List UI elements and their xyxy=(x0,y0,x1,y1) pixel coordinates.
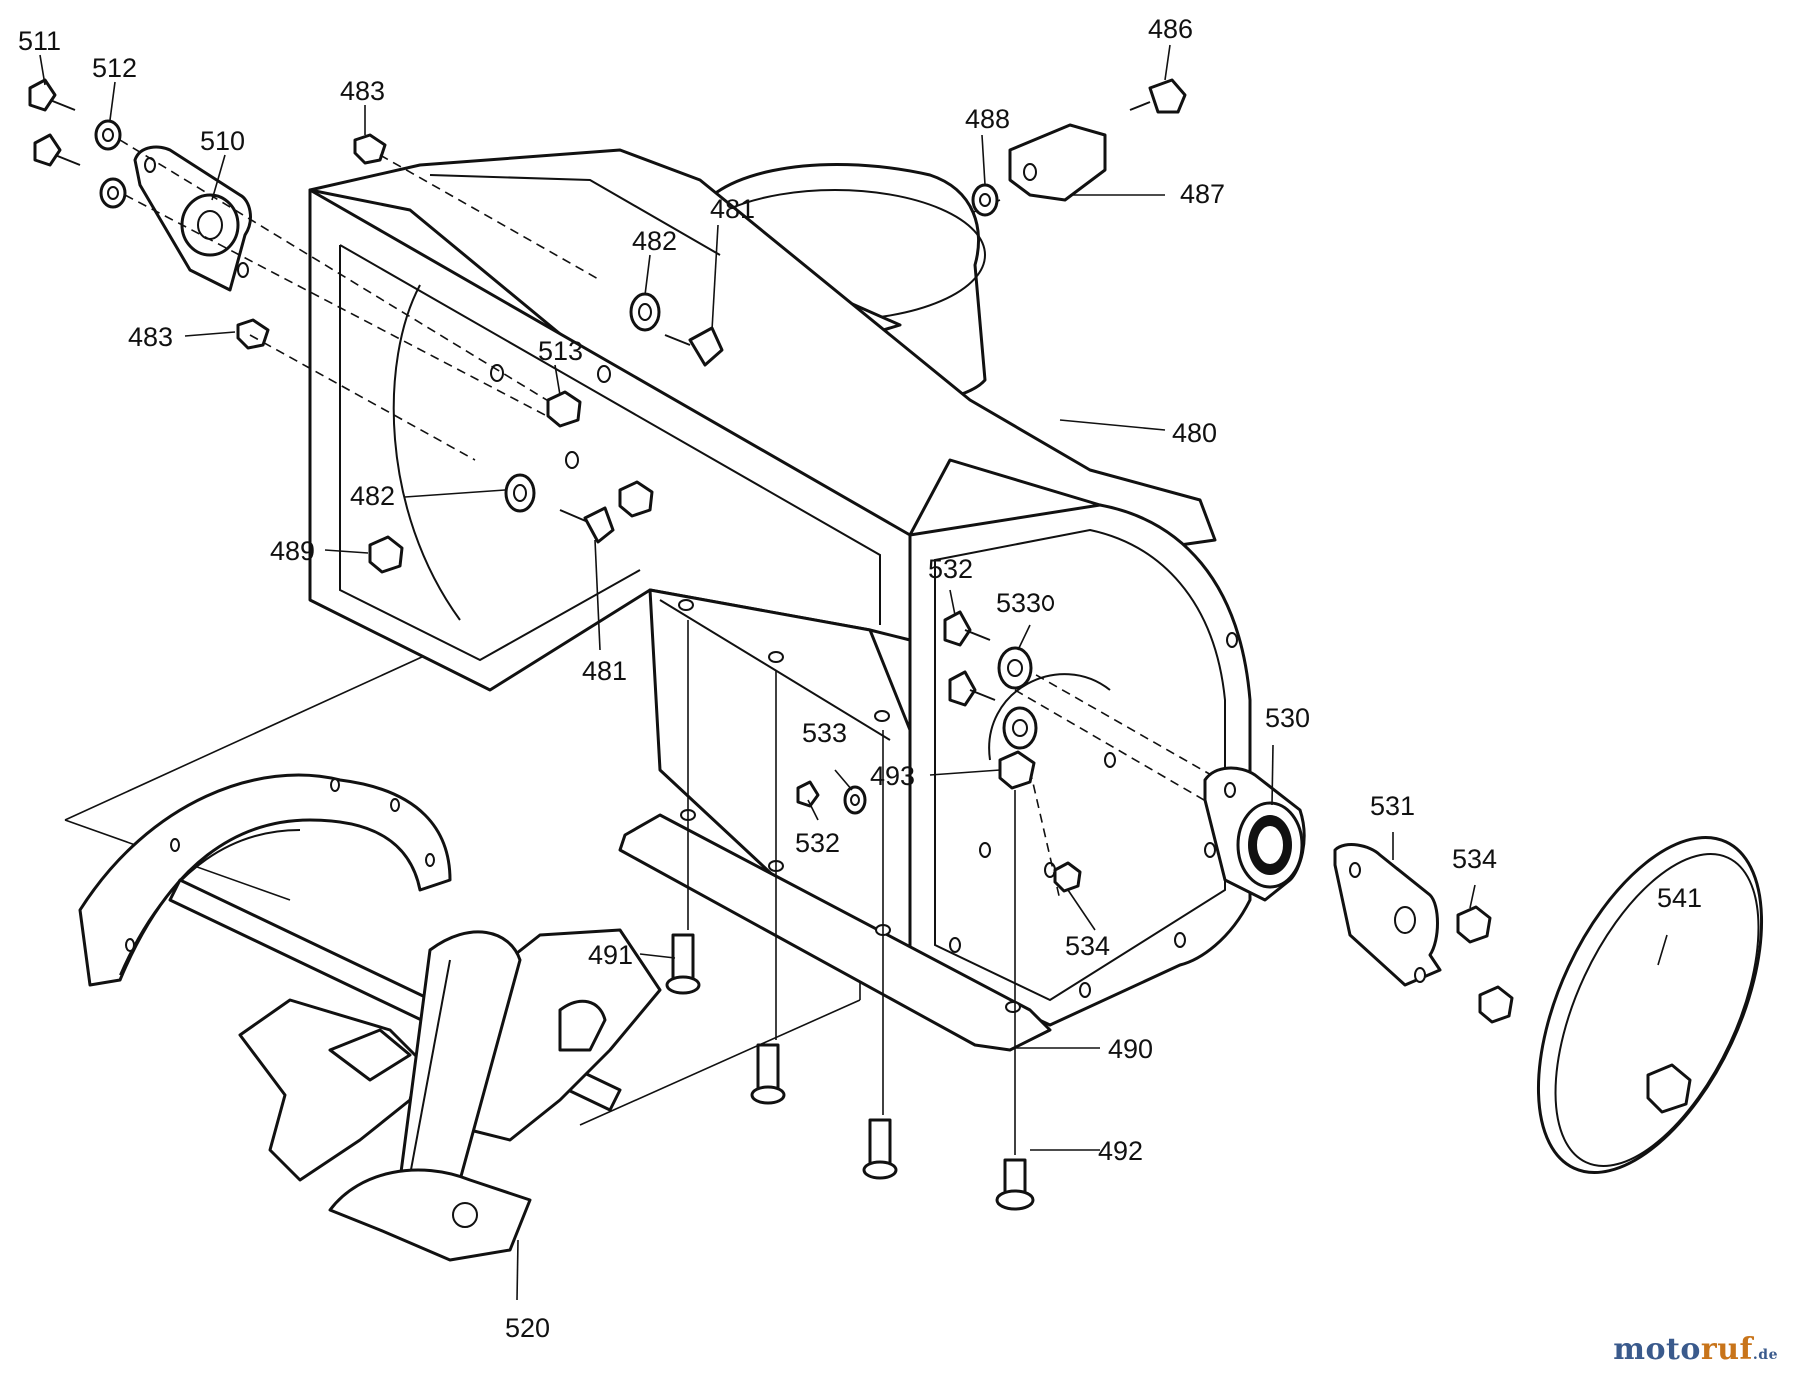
callout-leaders xyxy=(39,44,1668,1301)
callout-labels: 511 512 510 483 483 486 488 487 481 482 … xyxy=(18,14,1702,1343)
fasteners-upper-right xyxy=(971,78,1187,217)
bolts-bottom xyxy=(665,620,1035,1211)
callout-482-top: 482 xyxy=(632,226,677,256)
callout-534-right: 534 xyxy=(1452,844,1497,874)
callout-534-left: 534 xyxy=(1065,931,1110,961)
callout-533-bottom: 533 xyxy=(802,718,847,748)
callout-512: 512 xyxy=(92,53,137,83)
callout-487: 487 xyxy=(1180,179,1225,209)
callout-488: 488 xyxy=(965,104,1010,134)
callout-532-top: 532 xyxy=(928,554,973,584)
auger-520 xyxy=(78,773,662,1262)
callout-532-bottom: 532 xyxy=(795,828,840,858)
callout-520: 520 xyxy=(505,1313,550,1343)
callout-481-bottom: 481 xyxy=(582,656,627,686)
callout-493: 493 xyxy=(870,761,915,791)
callout-490: 490 xyxy=(1108,1034,1153,1064)
fasteners-upper-left xyxy=(28,78,387,350)
callout-531: 531 xyxy=(1370,791,1415,821)
watermark-logo: motoruf.de xyxy=(1613,1332,1778,1367)
watermark-part-2: ruf xyxy=(1700,1332,1753,1367)
callout-483-top: 483 xyxy=(340,76,385,106)
callout-513: 513 xyxy=(538,336,583,366)
pulley-541 xyxy=(1536,835,1764,1175)
watermark-part-3: .de xyxy=(1752,1347,1778,1363)
housing-480 xyxy=(308,148,1252,1027)
callout-481-top: 481 xyxy=(710,194,755,224)
fasteners-gearcase xyxy=(796,610,1082,893)
flange-531 xyxy=(1333,843,1442,987)
fasteners-mid xyxy=(368,292,724,574)
callout-530: 530 xyxy=(1265,703,1310,733)
callout-533-top: 533 xyxy=(996,588,1041,618)
bearing-530 xyxy=(1203,766,1306,902)
callout-491: 491 xyxy=(588,940,633,970)
nuts-534 xyxy=(1456,905,1514,1024)
watermark-part-1: moto xyxy=(1613,1332,1701,1367)
callout-486: 486 xyxy=(1148,14,1193,44)
dashed-assembly-lines xyxy=(119,139,1291,901)
callout-510: 510 xyxy=(200,126,245,156)
callout-483-left: 483 xyxy=(128,322,173,352)
callout-489: 489 xyxy=(270,536,315,566)
bearing-flange-510 xyxy=(133,145,252,292)
callout-482-bottom: 482 xyxy=(350,481,395,511)
callout-492: 492 xyxy=(1098,1136,1143,1166)
callout-480: 480 xyxy=(1172,418,1217,448)
callout-511: 511 xyxy=(18,26,61,56)
callout-541: 541 xyxy=(1657,883,1702,913)
